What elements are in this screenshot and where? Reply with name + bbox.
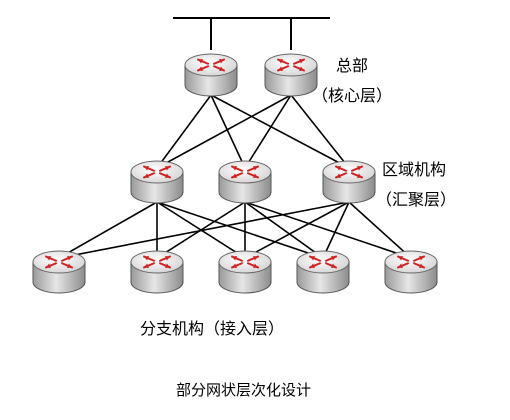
router-arrows-icon <box>335 165 363 179</box>
router-arrows-icon <box>231 165 259 179</box>
core-aggregation-link-4 <box>156 94 292 169</box>
aggregation-router-2 <box>218 160 272 204</box>
core-aggregation-link-6 <box>290 94 350 169</box>
aggregation-access-link-1 <box>58 201 158 259</box>
router-arrows-icon <box>309 255 337 269</box>
access-router-1 <box>32 250 86 294</box>
router-arrows-icon <box>197 58 225 72</box>
access-router-3 <box>218 250 272 294</box>
aggregation-layer-label: （汇聚层） <box>376 190 457 209</box>
access-router-4 <box>296 250 350 294</box>
core-aggregation-link-3 <box>210 94 350 169</box>
core-aggregation-link-1 <box>156 94 212 169</box>
router-arrows-icon <box>143 165 171 179</box>
core-router-1 <box>184 53 238 97</box>
aggregation-router-3 <box>322 160 376 204</box>
router-arrows-icon <box>231 255 259 269</box>
access-router-2 <box>130 250 184 294</box>
core-aggregation-link-2 <box>210 94 246 169</box>
aggregation-access-link-9 <box>58 201 350 259</box>
router-arrows-icon <box>45 255 73 269</box>
core-router-2 <box>264 53 318 97</box>
access-router-5 <box>384 250 438 294</box>
aggregation-access-link-8 <box>244 201 412 259</box>
aggregation-access-link-4 <box>156 201 324 259</box>
hq-label: 总部 <box>336 56 369 75</box>
aggregation-access-link-10 <box>244 201 350 259</box>
core-layer-label: （核心层） <box>312 86 393 105</box>
region-label: 区域机构 <box>382 160 447 179</box>
aggregation-access-link-7 <box>244 201 324 259</box>
router-arrows-icon <box>277 58 305 72</box>
aggregation-router-1 <box>130 160 184 204</box>
diagram-caption: 部分网状层次化设计 <box>176 381 312 399</box>
router-arrows-icon <box>143 255 171 269</box>
aggregation-access-link-11 <box>322 201 350 259</box>
branch-access-label: 分支机构（接入层） <box>140 319 285 338</box>
core-aggregation-link-5 <box>244 94 292 169</box>
aggregation-access-link-12 <box>348 201 412 259</box>
router-arrows-icon <box>397 255 425 269</box>
